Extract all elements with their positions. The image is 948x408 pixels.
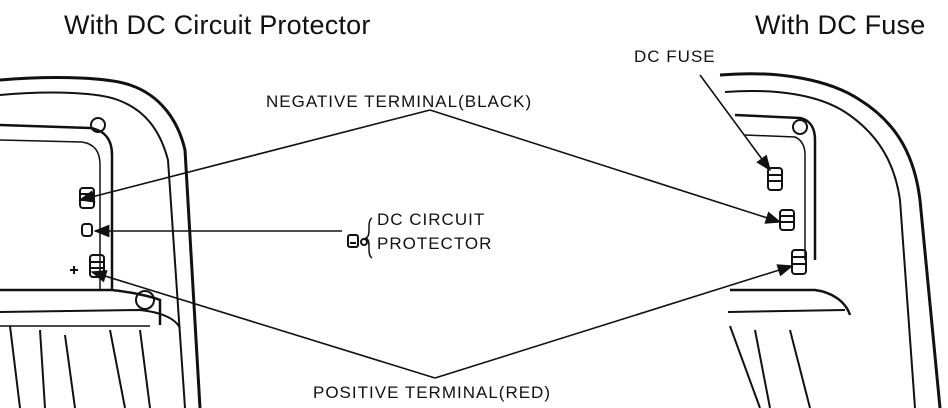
right-title: With DC Fuse xyxy=(755,10,926,40)
left-title: With DC Circuit Protector xyxy=(64,10,371,40)
right-fuse-icon xyxy=(767,167,783,191)
leader-lines xyxy=(78,74,794,379)
dc-fuse-label: DC FUSE xyxy=(634,47,716,66)
left-circuit-protector-icon xyxy=(81,223,93,237)
left-unit-housing xyxy=(0,76,202,408)
negative-terminal-label: NEGATIVE TERMINAL(BLACK) xyxy=(266,92,533,111)
dc-circuit-label-line1: DC CIRCUIT xyxy=(377,210,486,229)
dc-fuse-leader xyxy=(699,74,771,172)
negative-leader-left xyxy=(78,109,431,203)
dc-circuit-label-line2: PROTECTOR xyxy=(377,234,493,253)
positive-leader-right xyxy=(434,264,794,379)
positive-leader-left xyxy=(90,270,436,379)
right-negative-terminal-icon xyxy=(779,209,795,231)
right-positive-terminal-icon xyxy=(791,249,807,275)
positive-terminal-label: POSITIVE TERMINAL(RED) xyxy=(313,383,551,402)
negative-leader-right xyxy=(429,109,782,224)
right-unit-housing xyxy=(719,72,942,408)
circuit-protector-symbol-icon xyxy=(347,217,373,259)
